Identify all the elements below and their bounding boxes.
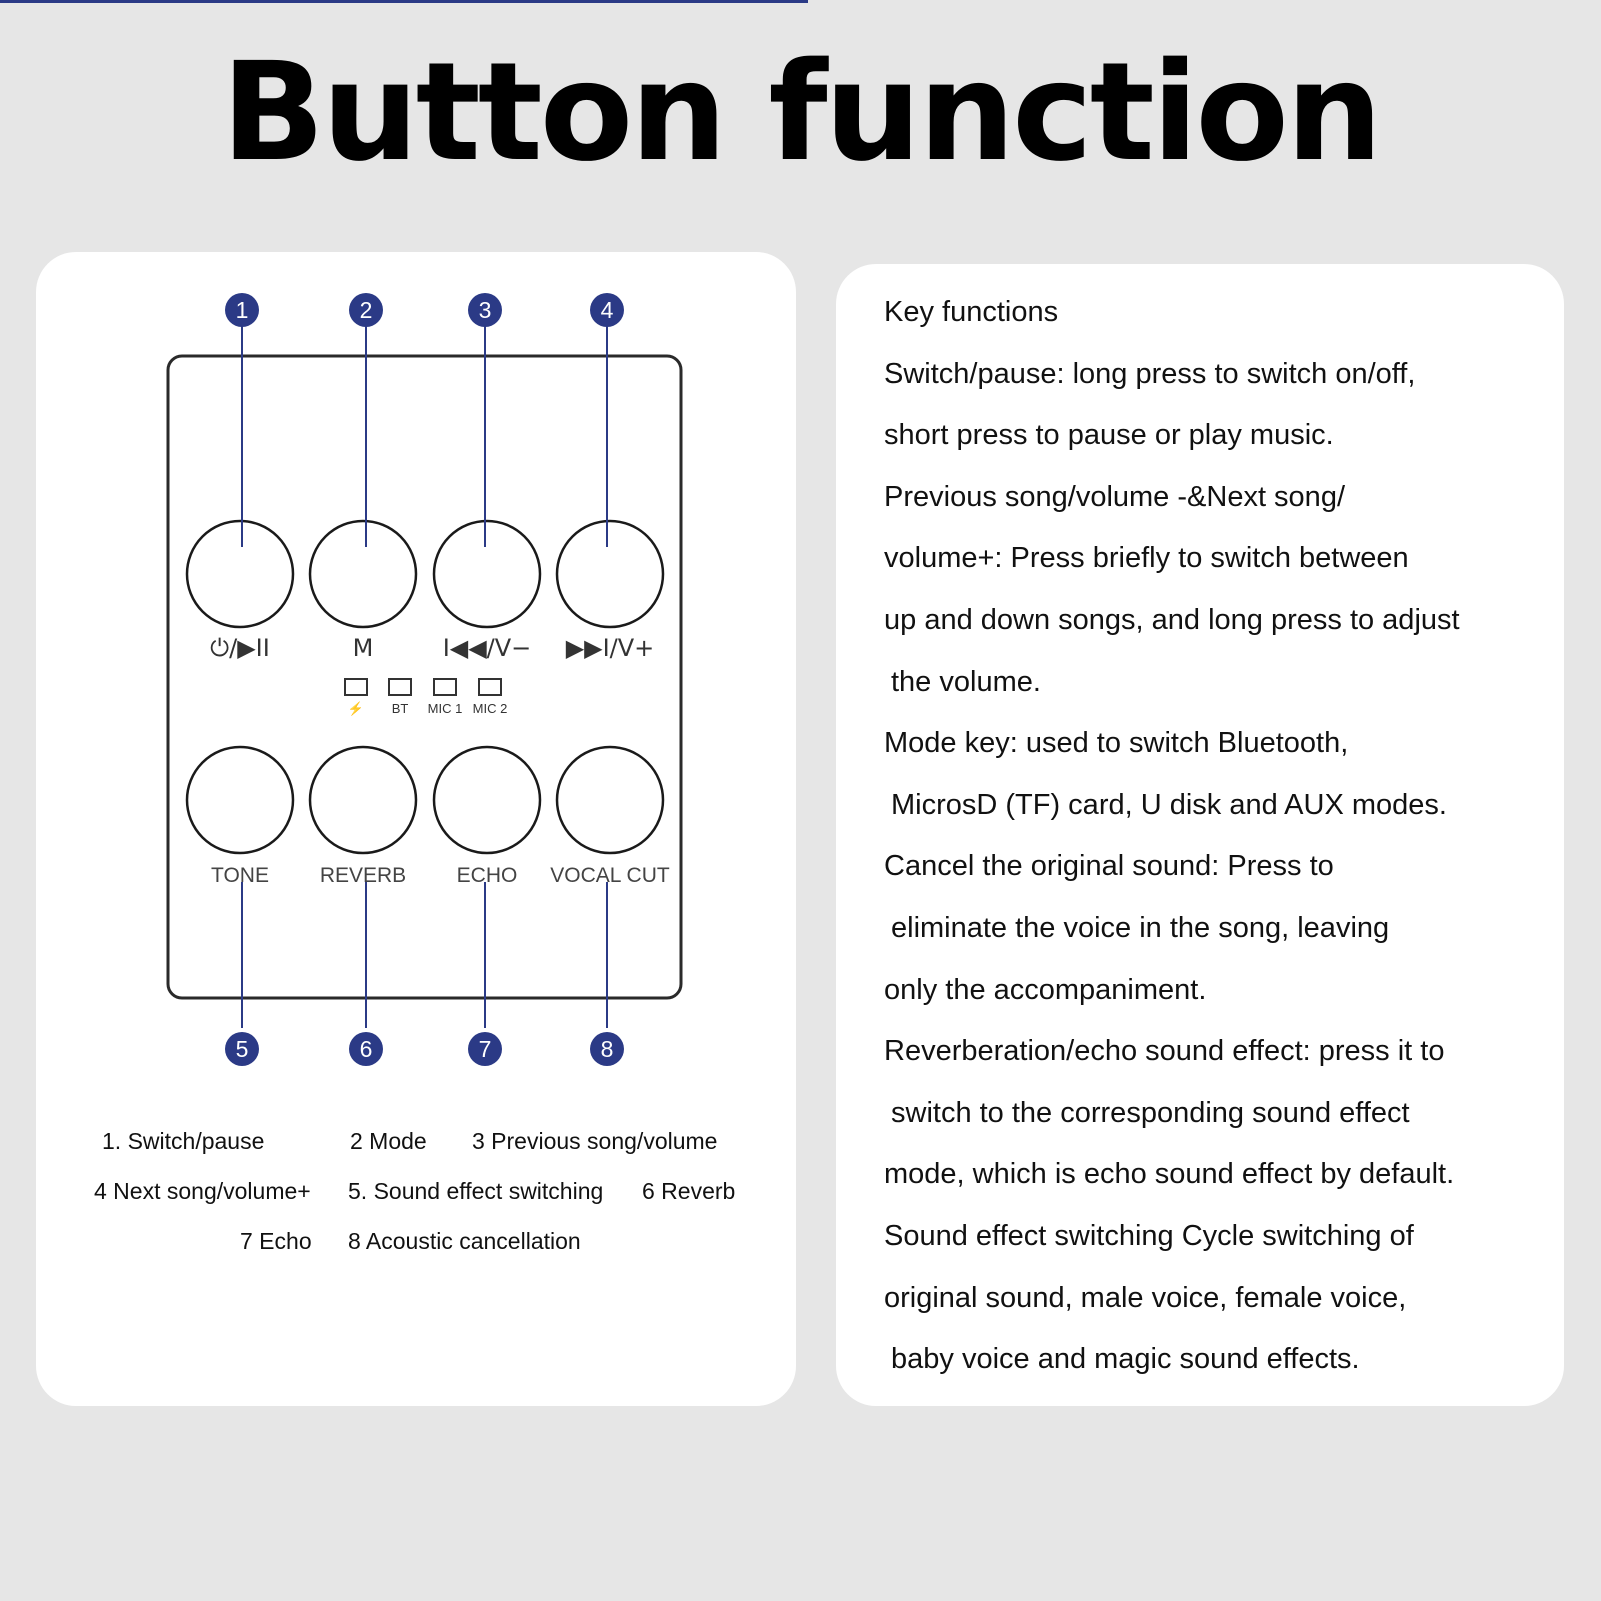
legend-item: 7 Echo <box>240 1228 312 1254</box>
top-callouts: 1 2 3 4 <box>225 293 624 327</box>
vocal-cut-label: VOCAL CUT <box>550 864 670 887</box>
key-function-line: Cancel the original sound: Press to <box>884 850 1334 883</box>
top-buttons-row <box>185 519 665 629</box>
mode-label: M <box>353 634 374 662</box>
key-functions-text: Key functions Switch/pause: long press t… <box>884 282 1544 1391</box>
echo-button[interactable] <box>432 745 542 855</box>
legend-item: 3 Previous song/volume <box>472 1128 718 1154</box>
key-function-line: volume+: Press briefly to switch between <box>884 542 1409 575</box>
bt-indicator <box>388 678 412 696</box>
callout-6-number: 6 <box>360 1036 373 1062</box>
echo-label: ECHO <box>457 864 518 887</box>
panel-outline <box>166 354 683 1000</box>
mic1-indicator <box>433 678 457 696</box>
tone-label: TONE <box>211 864 269 887</box>
key-function-line: original sound, male voice, female voice… <box>884 1281 1407 1314</box>
key-function-line: short press to pause or play music. <box>884 419 1334 452</box>
key-function-line: MicrosD (TF) card, U disk and AUX modes. <box>891 788 1447 821</box>
key-function-line: Sound effect switching Cycle switching o… <box>884 1219 1414 1252</box>
key-function-line: up and down songs, and long press to adj… <box>884 603 1460 636</box>
previous-volume-down-button[interactable] <box>432 519 542 629</box>
bottom-buttons-row <box>185 745 665 855</box>
legend-item: 8 Acoustic cancellation <box>348 1228 581 1254</box>
callout-3 <box>468 293 502 327</box>
charge-indicator <box>344 678 368 696</box>
callout-3-number: 3 <box>479 297 492 323</box>
legend-item: 4 Next song/volume+ <box>94 1178 311 1204</box>
callout-2 <box>349 293 383 327</box>
mic2-indicator-label: MIC 2 <box>473 701 508 716</box>
legend-item: 1. Switch/pause <box>102 1128 265 1154</box>
reverb-label: REVERB <box>320 864 406 887</box>
previous-volume-label: I◀◀/V− <box>443 634 532 662</box>
callout-8 <box>590 1032 624 1066</box>
legend-item: 2 Mode <box>350 1128 427 1154</box>
vocal-cut-button[interactable] <box>555 745 665 855</box>
diagram-card: ⏻/▶II M I◀◀/V− ▶▶I/V+ ⚡ BT MIC 1 MIC 2 <box>36 252 796 1406</box>
button-legend: 1. Switch/pause 2 Mode 3 Previous song/v… <box>36 252 796 1406</box>
callout-4 <box>590 293 624 327</box>
callout-1-number: 1 <box>236 297 249 323</box>
key-function-line: Previous song/volume -&Next song/ <box>884 480 1345 513</box>
key-function-line: Reverberation/echo sound effect: press i… <box>884 1035 1445 1068</box>
key-function-line: the volume. <box>891 665 1041 698</box>
callout-2-number: 2 <box>360 297 373 323</box>
next-volume-label: ▶▶I/V+ <box>566 634 655 662</box>
bt-indicator-label: BT <box>392 701 409 716</box>
top-leader-lines <box>241 310 608 547</box>
switch-pause-button[interactable] <box>185 519 295 629</box>
control-panel-diagram: ⏻/▶II M I◀◀/V− ▶▶I/V+ ⚡ BT MIC 1 MIC 2 <box>166 293 683 1066</box>
key-functions-card: Key functions Switch/pause: long press t… <box>836 264 1564 1406</box>
key-function-line: eliminate the voice in the song, leaving <box>891 911 1390 944</box>
top-accent-rule <box>0 0 808 3</box>
callout-5-number: 5 <box>236 1036 249 1062</box>
page-title: Button function <box>221 34 1382 192</box>
key-function-line: Switch/pause: long press to switch on/of… <box>884 357 1416 390</box>
key-function-line: only the accompaniment. <box>884 973 1207 1006</box>
callout-4-number: 4 <box>601 297 614 323</box>
key-functions-heading: Key functions <box>884 296 1059 328</box>
callout-7 <box>468 1032 502 1066</box>
callout-6 <box>349 1032 383 1066</box>
key-function-line: baby voice and magic sound effects. <box>891 1343 1360 1376</box>
mic1-indicator-label: MIC 1 <box>428 701 463 716</box>
switch-pause-label: ⏻/▶II <box>210 634 270 662</box>
mode-button[interactable] <box>308 519 418 629</box>
indicator-lights: ⚡ BT MIC 1 MIC 2 <box>344 678 508 717</box>
reverb-button[interactable] <box>308 745 418 855</box>
legend-item: 5. Sound effect switching <box>348 1178 604 1204</box>
bottom-leader-lines <box>241 882 608 1028</box>
callout-1 <box>225 293 259 327</box>
key-function-line: switch to the corresponding sound effect <box>891 1096 1410 1129</box>
mic2-indicator <box>478 678 502 696</box>
tone-button[interactable] <box>185 745 295 855</box>
bottom-callouts: 5 6 7 8 <box>225 1032 624 1066</box>
next-volume-up-button[interactable] <box>555 519 665 629</box>
callout-5 <box>225 1032 259 1066</box>
callout-7-number: 7 <box>479 1036 492 1062</box>
charge-icon: ⚡ <box>348 701 364 717</box>
callout-8-number: 8 <box>601 1036 614 1062</box>
legend-item: 6 Reverb <box>642 1178 736 1204</box>
key-function-line: mode, which is echo sound effect by defa… <box>884 1158 1455 1191</box>
key-function-line: Mode key: used to switch Bluetooth, <box>884 727 1349 760</box>
